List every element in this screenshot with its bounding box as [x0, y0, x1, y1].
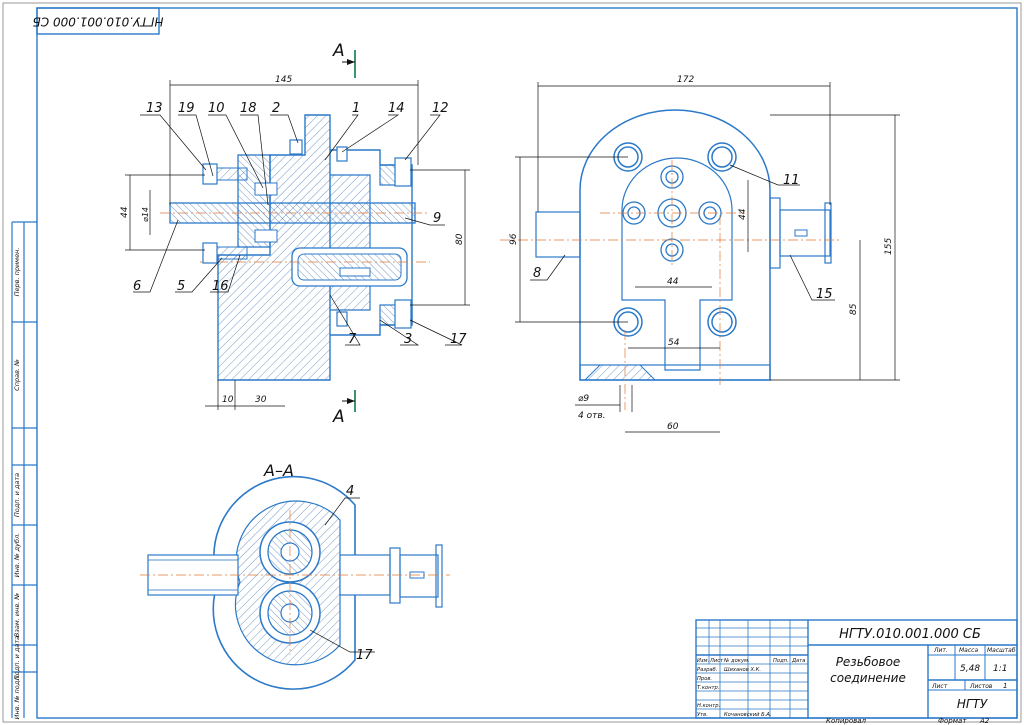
- side-view: 172 96 44 44 54 155 85 ⌀9 4 отв. 60 11 8…: [500, 75, 900, 433]
- role-ncontr: Н.контр.: [697, 703, 720, 709]
- side-dim-4holes: 4 отв.: [578, 411, 606, 421]
- callout-12: 12: [432, 101, 449, 116]
- callout-1: 1: [352, 101, 360, 116]
- strip-label-6: Подп. и дата: [13, 636, 21, 680]
- dim-d14: ⌀14: [141, 207, 150, 222]
- hdr-sign: Подп.: [773, 658, 789, 664]
- role-tcontr: Т.контр.: [697, 685, 719, 691]
- section-title: А–А: [263, 461, 294, 480]
- inner-frame: [36, 7, 1018, 719]
- sheet-label: Лист: [931, 683, 948, 690]
- strip-label-2: Справ. №: [13, 359, 21, 391]
- mass-value: 5,48: [960, 664, 980, 674]
- callout-15: 15: [816, 287, 833, 302]
- section-mark-top: А: [332, 41, 345, 61]
- role-check: Пров.: [697, 676, 712, 682]
- title-block: [695, 619, 1018, 719]
- strip-label-1: Перв. примен.: [13, 248, 21, 297]
- role-dev: Разраб.: [697, 667, 717, 673]
- callout-4: 4: [346, 484, 354, 499]
- hdr-izm: Изм.: [697, 658, 709, 664]
- side-dim-60: 60: [667, 422, 679, 432]
- format-value: А2: [979, 717, 990, 725]
- strip-label-7: Инв. № подл.: [13, 675, 21, 720]
- side-dim-44v: 44: [738, 208, 748, 220]
- left-strip: [11, 221, 37, 718]
- approver-name: Кочановский Б.А.: [724, 712, 772, 718]
- side-dim-85: 85: [849, 303, 859, 315]
- callout-10: 10: [208, 101, 225, 116]
- dim-145: 145: [275, 75, 292, 85]
- role-approve: Утв.: [697, 712, 708, 718]
- sheets-label: Листов: [969, 683, 993, 690]
- callout-11: 11: [783, 173, 800, 188]
- col-scale: Масштаб: [987, 647, 1016, 654]
- scale-value: 1:1: [993, 664, 1007, 674]
- title-designation: НГТУ.010.001.000 СБ: [839, 627, 981, 642]
- callout-18: 18: [240, 101, 257, 116]
- side-dim-44h: 44: [667, 277, 679, 287]
- section-view: А–А 4 17: [140, 461, 450, 690]
- side-dim-96: 96: [509, 233, 519, 245]
- side-dim-155: 155: [884, 238, 894, 255]
- rotated-code-box: НГТУ.010.001.000 СБ: [33, 7, 164, 35]
- hdr-date: Дата: [791, 658, 805, 664]
- title-name-line2: соединение: [830, 671, 906, 685]
- dim-80: 80: [455, 233, 465, 245]
- callout-2: 2: [272, 101, 280, 116]
- side-dim-172: 172: [677, 75, 694, 85]
- strip-label-5: Взам. инв. №: [13, 593, 21, 637]
- callout-8: 8: [533, 266, 541, 281]
- hdr-list: Лист: [709, 658, 724, 664]
- col-lit: Лит.: [933, 647, 948, 654]
- side-dim-54: 54: [668, 338, 680, 348]
- dim-30: 30: [255, 395, 267, 405]
- dim-10: 10: [222, 395, 234, 405]
- callout-19: 19: [178, 101, 195, 116]
- hdr-doc: № докум.: [723, 658, 750, 664]
- title-name-line1: Резьбовое: [836, 655, 901, 669]
- front-view: А А: [120, 41, 470, 427]
- callout-5: 5: [177, 279, 185, 294]
- strip-label-4: Инв. № дубл.: [13, 533, 21, 577]
- org-name: НГТУ: [957, 697, 988, 711]
- rotated-code: НГТУ.010.001.000 СБ: [33, 15, 164, 29]
- copied-label: Копировал: [826, 717, 867, 725]
- callout-17: 17: [450, 332, 467, 347]
- callout-16: 16: [212, 279, 229, 294]
- side-dim-d9: ⌀9: [578, 394, 589, 404]
- dim-44: 44: [120, 206, 130, 218]
- format-label: Формат: [938, 717, 967, 725]
- developer-name: Шиханов Х.К.: [724, 667, 761, 673]
- callout-3: 3: [404, 332, 412, 347]
- strip-label-3: Подп. и дата: [13, 473, 21, 517]
- callout-9: 9: [433, 211, 441, 226]
- callout-13: 13: [146, 101, 163, 116]
- callout-14: 14: [388, 101, 405, 116]
- callout-7: 7: [348, 332, 357, 347]
- sheets-value: 1: [1003, 682, 1007, 690]
- section-mark-bottom: А: [332, 407, 345, 427]
- callout-17b: 17: [356, 648, 373, 663]
- col-mass: Масса: [959, 647, 978, 654]
- callout-6: 6: [133, 279, 141, 294]
